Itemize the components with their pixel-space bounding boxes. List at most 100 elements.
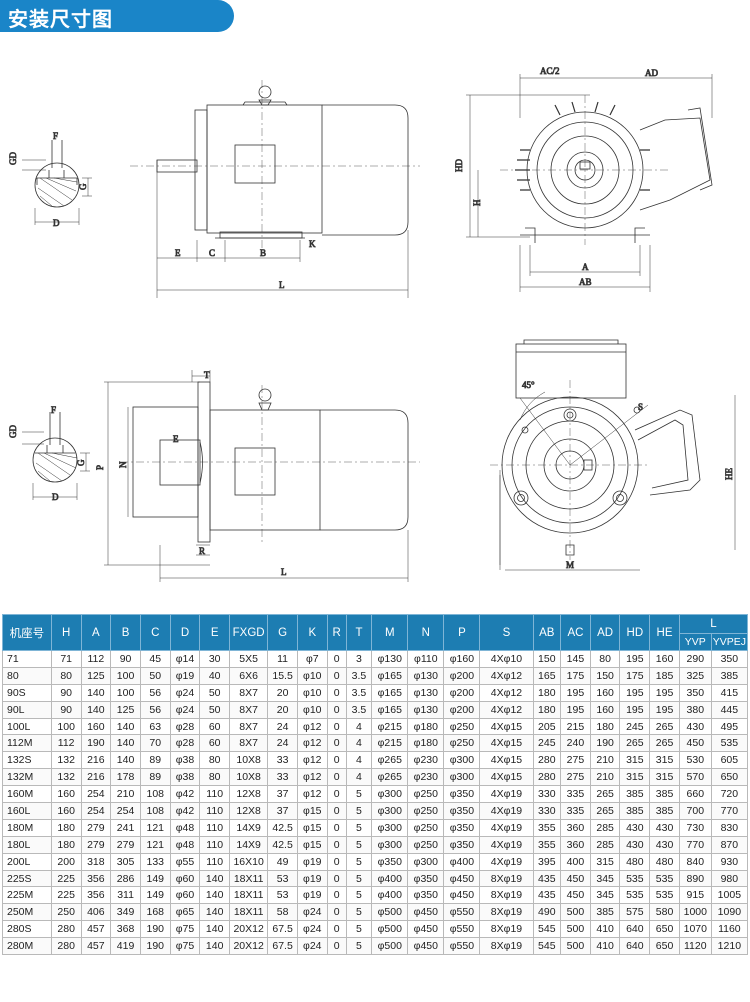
table-cell: 410 [589, 920, 621, 939]
table-cell: 132 [50, 768, 82, 787]
table-cell: 385 [649, 802, 680, 820]
dim-label-s: S [638, 402, 643, 412]
dim-label-f-b: F [51, 405, 56, 415]
table-cell: 160 [589, 683, 621, 702]
table-cell: 4Xφ19 [479, 835, 534, 854]
table-cell: 870 [710, 835, 749, 854]
table-cell: 20 [267, 700, 298, 719]
table-cell: 80 [199, 751, 231, 770]
table-cell: 4 [345, 734, 373, 753]
table-cell: φ450 [407, 920, 445, 939]
table-cell: 140 [199, 937, 231, 956]
table-cell: 245 [619, 717, 651, 736]
column-header: M [371, 614, 409, 651]
table-cell: 160 [50, 785, 82, 804]
table-cell: 110 [199, 835, 231, 854]
table-cell: 5 [345, 903, 373, 922]
dim-label-ac2: AC/2 [540, 66, 560, 76]
table-cell: φ300 [443, 768, 481, 787]
table-cell: 430 [619, 835, 651, 854]
table-cell: 215 [560, 717, 591, 736]
table-cell: 0 [326, 683, 347, 702]
column-header: K [296, 614, 328, 651]
table-cell: 110 [199, 852, 231, 871]
table-cell: 190 [139, 937, 171, 956]
table-cell: 285 [589, 835, 621, 854]
table-cell: φ300 [371, 785, 409, 804]
table-cell: 140 [110, 734, 141, 753]
table-cell: 445 [710, 700, 749, 719]
table-cell: 190 [80, 734, 112, 753]
table-cell: 1005 [710, 886, 749, 905]
table-cell: 500 [560, 920, 591, 939]
table-cell: 279 [110, 835, 141, 854]
table-cell: 0 [326, 886, 347, 905]
table-cell: 640 [619, 920, 651, 939]
table-cell: 5 [345, 920, 373, 939]
table-cell: 140 [80, 700, 112, 719]
column-header: B [110, 614, 141, 651]
dim-label-d-b: D [52, 492, 59, 502]
table-cell: 315 [649, 751, 680, 770]
table-cell: 265 [589, 785, 621, 804]
table-cell: 16X10 [229, 852, 269, 871]
table-cell: φ24 [296, 937, 328, 956]
table-cell: 1070 [678, 920, 712, 939]
table-cell: φ215 [371, 717, 409, 736]
table-cell: 185 [649, 666, 680, 685]
table-cell: 1000 [678, 903, 712, 922]
table-cell: 575 [619, 903, 651, 922]
table-cell: 279 [80, 818, 112, 837]
dim-label-n: N [118, 461, 128, 468]
table-cell: 1210 [710, 937, 749, 956]
table-cell: 535 [619, 869, 651, 888]
table-cell: 0 [326, 802, 347, 820]
table-cell: 3 [345, 650, 373, 668]
table-cell: 330 [532, 785, 562, 804]
table-cell: 14X9 [229, 818, 269, 837]
table-cell: 225M [2, 886, 52, 905]
dim-label-d: D [53, 218, 60, 228]
column-header: AB [532, 614, 562, 651]
table-cell: 14X9 [229, 835, 269, 854]
table-cell: 140 [80, 683, 112, 702]
table-cell: 355 [532, 818, 562, 837]
table-cell: 168 [139, 903, 171, 922]
table-cell: 330 [532, 802, 562, 820]
table-cell: φ300 [371, 818, 409, 837]
table-cell: 18X11 [229, 886, 269, 905]
table-cell: 840 [678, 852, 712, 871]
table-cell: 480 [649, 852, 680, 871]
table-cell: φ12 [296, 734, 328, 753]
table-cell: φ450 [443, 869, 481, 888]
table-cell: 8Xφ19 [479, 920, 534, 939]
table-cell: φ65 [169, 903, 201, 922]
table-cell: 700 [678, 802, 712, 820]
table-cell: φ200 [443, 666, 481, 685]
table-cell: 8X7 [229, 683, 269, 702]
table-cell: 195 [649, 683, 680, 702]
table-cell: 200 [50, 852, 82, 871]
table-cell: 430 [649, 818, 680, 837]
table-cell: 385 [619, 785, 651, 804]
table-cell: 133 [139, 852, 171, 871]
table-cell: φ450 [407, 937, 445, 956]
table-cell: φ60 [169, 869, 201, 888]
table-cell: 42.5 [267, 818, 298, 837]
table-cell: 265 [589, 802, 621, 820]
table-cell: 18X11 [229, 869, 269, 888]
dim-label-t: T [204, 370, 210, 380]
dim-label-gd: GD [8, 152, 18, 165]
table-cell: 490 [532, 903, 562, 922]
table-cell: φ24 [169, 700, 201, 719]
table-cell: φ350 [443, 835, 481, 854]
table-cell: 5X5 [229, 650, 269, 668]
table-cell: 37 [267, 802, 298, 820]
table-cell: 0 [326, 785, 347, 804]
table-cell: 0 [326, 751, 347, 770]
table-cell: φ14 [169, 650, 201, 668]
